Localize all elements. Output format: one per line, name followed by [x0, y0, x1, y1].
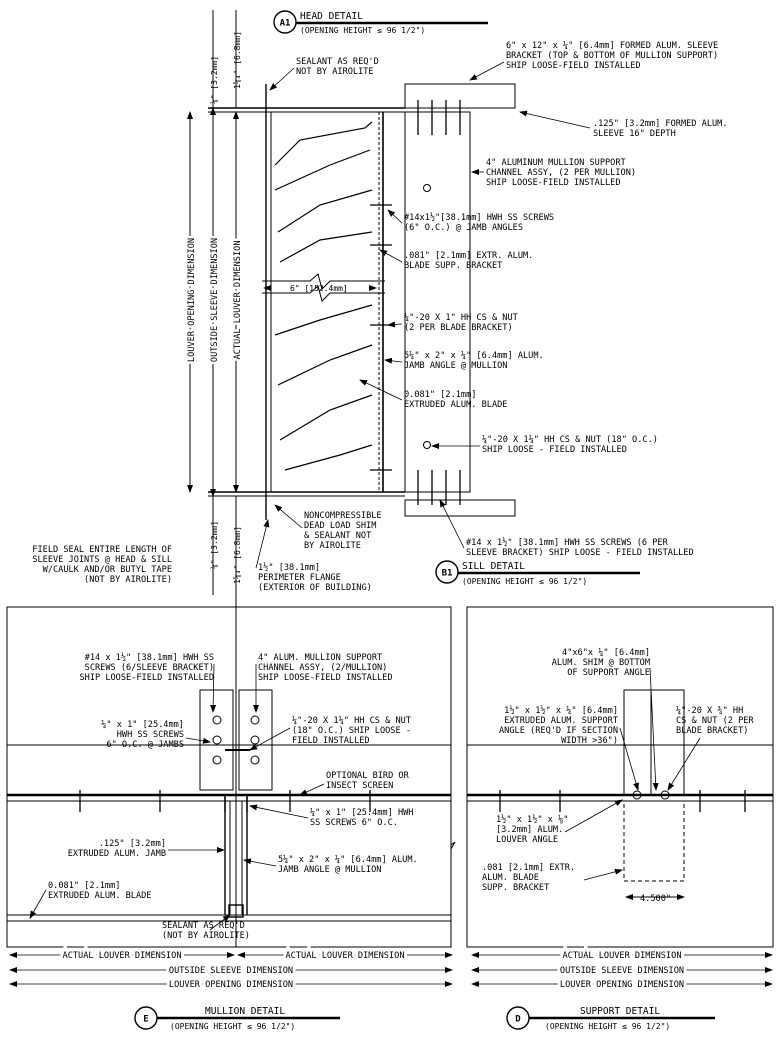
- note-hh-cs-1: ¼"-20 X 1" HH CS & NUT(2 PER BLADE BRACK…: [404, 313, 518, 333]
- actual-louver-dimension: ACTUAL LOUVER DIMENSION: [233, 241, 243, 360]
- detail-e-subtitle: (OPENING HEIGHT ≤ 96 1/2"): [170, 1022, 295, 1031]
- detail-d-title: D SUPPORT DETAIL (OPENING HEIGHT ≤ 96 1/…: [506, 1006, 715, 1031]
- m-note-sealant: SEALANT AS REQ'D(NOT BY AIROLITE): [162, 921, 250, 941]
- note-jamb-screws: #14x1½"[38.1mm] HWH SS SCREWS(6" O.C.) @…: [404, 212, 554, 233]
- mullion-leaders: [29, 663, 325, 931]
- support-leaders: [564, 667, 701, 881]
- detail-a1-bubble: A1: [280, 19, 291, 29]
- m-dim-opening: LOUVER OPENING DIMENSION: [169, 980, 293, 990]
- dim-bot-b: 1⅝₄" [6.8mm]: [233, 526, 242, 584]
- head-sill-section: [187, 10, 516, 595]
- m-note-jamb: .125" [3.2mm]EXTRUDED ALUM. JAMB: [68, 839, 166, 859]
- m-note-hh-cs: ¼"-20 X 1¼" HH CS & NUT(18" O.C.) SHIP L…: [292, 716, 411, 746]
- louver-opening-dimension: LOUVER OPENING DIMENSION: [187, 238, 197, 362]
- note-blade: 0.081" [2.1mm]EXTRUDED ALUM. BLADE: [404, 390, 507, 410]
- detail-d-bubble: D: [515, 1015, 521, 1025]
- s-dim-actual: ACTUAL LOUVER DIMENSION: [563, 951, 682, 961]
- louver-blades: [274, 121, 373, 471]
- detail-e-heading: MULLION DETAIL: [205, 1006, 285, 1017]
- outside-sleeve-dimension: OUTSIDE SLEEVE DIMENSION: [210, 238, 220, 362]
- note-sleeve-bracket: 6" x 12" x ¼" [6.4mm] FORMED ALUM. SLEEV…: [506, 41, 718, 71]
- dim-top-b: 1⅝₄" [6.8mm]: [233, 31, 242, 89]
- s-dim-opening: LOUVER OPENING DIMENSION: [560, 980, 684, 990]
- note-hh-cs-2: ¼"-20 X 1¼" HH CS & NUT (18" O.C.)SHIP L…: [482, 435, 658, 455]
- s-dim-sleeve: OUTSIDE SLEEVE DIMENSION: [560, 966, 684, 976]
- mullion-dim-labels: ACTUAL LOUVER DIMENSION ACTUAL LOUVER DI…: [60, 948, 408, 993]
- s-spacing: 4.500": [640, 894, 671, 904]
- s-note-louver-angle: 1½" x 1½" x ⅛"[3.2mm] ALUM.LOUVER ANGLE: [496, 814, 568, 845]
- support-dim-labels: ACTUAL LOUVER DIMENSION OUTSIDE SLEEVE D…: [557, 948, 687, 993]
- detail-a1-heading: HEAD DETAIL: [300, 11, 363, 22]
- detail-a1-subtitle: (OPENING HEIGHT ≤ 96 1/2"): [300, 26, 425, 35]
- section-leaders: [255, 61, 591, 569]
- dim-bot-a: ⅛" [3.2mm]: [210, 521, 219, 569]
- detail-d-heading: SUPPORT DETAIL: [580, 1006, 660, 1017]
- note-sleeve: .125" [3.2mm] FORMED ALUM.SLEEVE 16" DEP…: [593, 119, 728, 139]
- m-note-jamb-angle: 5¼" x 2" x ¼" [6.4mm] ALUM.JAMB ANGLE @ …: [278, 855, 418, 875]
- m-note-blade: 0.081" [2.1mm]EXTRUDED ALUM. BLADE: [48, 881, 151, 901]
- detail-d-subtitle: (OPENING HEIGHT ≤ 96 1/2"): [545, 1022, 670, 1031]
- note-jamb-angle: 5¼" x 2" x ¼" [6.4mm] ALUM.JAMB ANGLE @ …: [404, 351, 544, 371]
- detail-b1-heading: SILL DETAIL: [462, 561, 525, 572]
- m-dim-actual-right: ACTUAL LOUVER DIMENSION: [286, 951, 405, 961]
- m-dim-sleeve: OUTSIDE SLEEVE DIMENSION: [169, 966, 293, 976]
- support-dims: [471, 952, 773, 987]
- blade-depth-dim: 6" [152.4mm]: [290, 284, 348, 293]
- m-dim-actual-left: ACTUAL LOUVER DIMENSION: [63, 951, 182, 961]
- detail-e-bubble: E: [143, 1015, 148, 1025]
- s-note-angle: 1½" x 1½" x ¼" [6.4mm]EXTRUDED ALUM. SUP…: [499, 705, 618, 746]
- detail-e-title: E MULLION DETAIL (OPENING HEIGHT ≤ 96 1/…: [134, 1006, 340, 1031]
- detail-b1-subtitle: (OPENING HEIGHT ≤ 96 1/2"): [462, 577, 587, 586]
- mullion-detail: [6, 595, 456, 948]
- detail-b1-bubble: B1: [442, 569, 453, 579]
- note-flange: 1½" [38.1mm]PERIMETER FLANGE(EXTERIOR OF…: [258, 562, 372, 593]
- note-blade-bracket: .081" [2.1mm] EXTR. ALUM.BLADE SUPP. BRA…: [404, 251, 533, 271]
- detail-a1-title: A1 HEAD DETAIL (OPENING HEIGHT ≤ 96 1/2"…: [273, 10, 488, 35]
- mullion-dims: [9, 952, 453, 987]
- detail-b1-title: B1 SILL DETAIL (OPENING HEIGHT ≤ 96 1/2"…: [435, 560, 640, 586]
- dim-top-a: ⅛" [3.2mm]: [210, 56, 219, 104]
- screw-marks: [370, 100, 461, 505]
